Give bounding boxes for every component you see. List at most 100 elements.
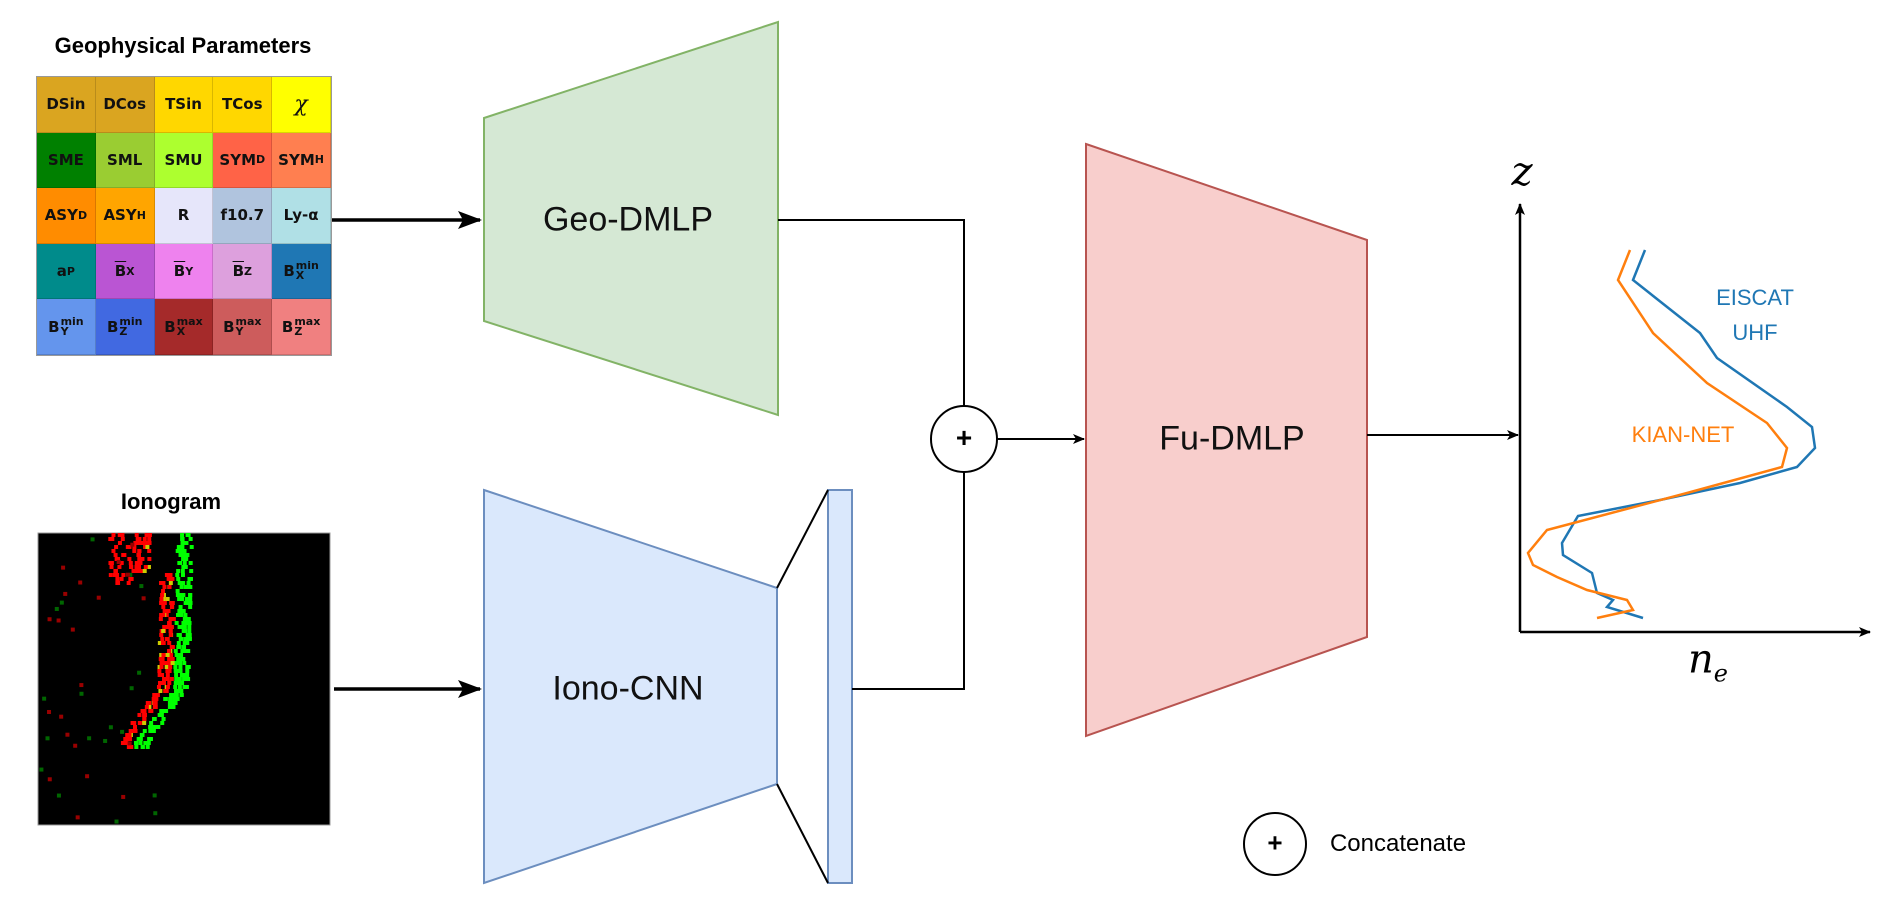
parameter-sub: Z (119, 324, 128, 338)
ionogram-pixel (170, 657, 175, 661)
ionogram-pixel (184, 597, 189, 601)
ionogram-pixel (189, 545, 194, 549)
ionogram-pixel (157, 673, 162, 677)
ionogram-pixel (180, 649, 185, 653)
ionogram-pixel (162, 677, 167, 681)
ionogram-pixel (134, 741, 139, 745)
ionogram-pixel (180, 597, 185, 601)
ionogram-pixel (112, 573, 117, 577)
ionogram-pixel (114, 819, 119, 824)
ionogram-pixel (179, 689, 184, 693)
ionogram-pixel (75, 815, 80, 820)
ionogram-pixel (140, 557, 145, 561)
ionogram-pixel (166, 661, 171, 665)
parameter-sub: X (126, 264, 135, 278)
ne-axis-label-base: n (1688, 636, 1714, 683)
ionogram-pixel (165, 673, 170, 677)
ionogram-pixel (147, 533, 152, 537)
ionogram-pixel (124, 741, 129, 745)
ionogram-pixel (176, 569, 181, 573)
ionogram-pixel (149, 709, 154, 713)
ionogram-pixel (179, 653, 184, 657)
ionogram-pixel (164, 625, 169, 629)
ionogram-pixel (59, 714, 64, 719)
ionogram-pixel (154, 697, 159, 701)
parameter-name: ASY (103, 206, 137, 225)
ionogram-pixel (186, 665, 191, 669)
ionogram-pixel (172, 697, 177, 701)
ionogram-pixel (123, 737, 128, 741)
ionogram-pixel (144, 741, 149, 745)
ionogram-pixel (108, 537, 113, 541)
ionogram-pixel (148, 725, 153, 729)
ionogram-pixel (177, 625, 182, 629)
ionogram-pixel (178, 549, 183, 553)
ionogram-pixel (164, 689, 169, 693)
ionogram-pixel (114, 545, 119, 549)
ionogram-pixel (178, 605, 183, 609)
ionogram-pixel (177, 561, 182, 565)
ionogram-pixel (170, 661, 175, 665)
ionogram-pixel (169, 625, 174, 629)
ionogram-pixel (129, 686, 134, 691)
ionogram-pixel (165, 685, 170, 689)
ionogram-pixel (176, 657, 181, 661)
ionogram-pixel (179, 613, 184, 617)
ionogram-pixel (166, 609, 171, 613)
ionogram-pixel (63, 591, 68, 596)
ionogram-pixel (168, 697, 173, 701)
parameter-name: B (281, 317, 294, 336)
ionogram-pixel (65, 732, 70, 737)
ionogram-pixel (144, 705, 149, 709)
ionogram-pixel (45, 736, 50, 741)
parameter-name: B (173, 262, 186, 281)
ionogram-pixel (183, 601, 188, 605)
ionogram-pixel (180, 681, 185, 685)
ionogram-pixel (169, 693, 174, 697)
ionogram-pixel (160, 721, 165, 725)
ionogram-pixel (137, 713, 142, 717)
ionogram-pixel (140, 745, 145, 749)
ionogram-pixel (169, 653, 174, 657)
parameter-sub: Y (185, 264, 194, 278)
ionogram-pixel (142, 721, 147, 725)
ionogram-pixel (151, 725, 156, 729)
parameter-sup: max (294, 314, 321, 328)
ionogram-pixel (142, 717, 147, 721)
ionogram-pixel (187, 629, 192, 633)
ionogram-pixel (42, 696, 47, 701)
ionogram-pixel (174, 689, 179, 693)
ionogram-pixel (185, 533, 190, 537)
ionogram-pixel (158, 641, 163, 645)
ionogram-pixel (168, 617, 173, 621)
ionogram-pixel (146, 565, 151, 569)
ionogram-pixel (174, 673, 179, 677)
ionogram-pixel (137, 549, 142, 553)
ionogram-pixel (186, 617, 191, 621)
ionogram-pixel (162, 601, 167, 605)
iono-cnn-label: Iono-CNN (552, 669, 704, 708)
ionogram-pixel (147, 557, 152, 561)
parameter-sub: Y (60, 324, 69, 338)
ionogram-pixel (138, 561, 143, 565)
ionogram-pixel (182, 629, 187, 633)
parameter-name: TCos (222, 95, 263, 114)
ionogram-pixel (159, 661, 164, 665)
parameter-name: TSin (165, 95, 202, 114)
ionogram-pixel (153, 693, 158, 697)
parameter-cell: DCos (95, 77, 155, 133)
ionogram-pixel (138, 737, 143, 741)
ionogram-pixel (103, 738, 108, 743)
ionogram-pixel (108, 573, 113, 577)
ionogram-pixel (152, 717, 157, 721)
ionogram-pixel (188, 601, 193, 605)
legend-concat-plus: + (1267, 827, 1283, 858)
parameter-cell: SMU (154, 132, 214, 189)
ionogram-pixel (185, 673, 190, 677)
ionogram-pixel (176, 577, 181, 581)
